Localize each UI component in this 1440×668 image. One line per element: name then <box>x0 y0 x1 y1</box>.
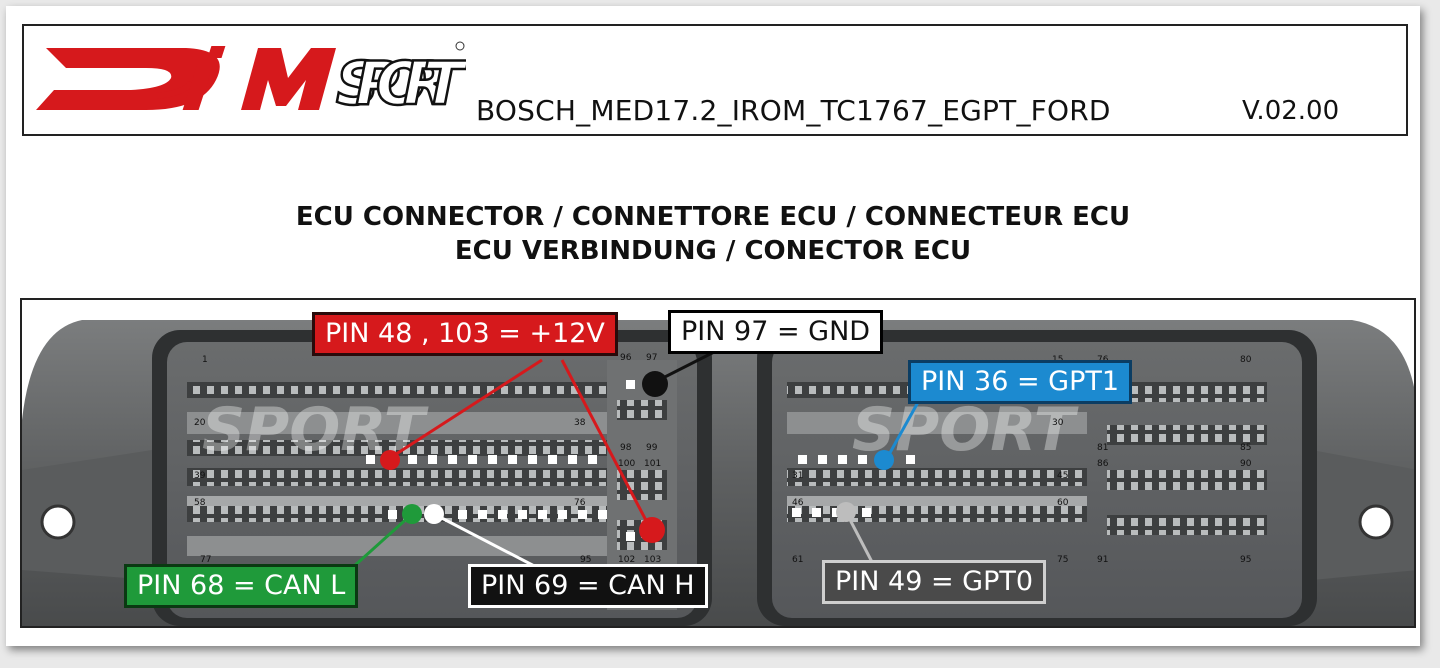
pin-label-1: 1 <box>202 355 208 365</box>
callout-pin-69-can-h: PIN 69 = CAN H <box>468 564 708 608</box>
pin-label-86: 86 <box>1097 459 1109 469</box>
pin-label-80: 80 <box>1240 355 1252 365</box>
mount-hole-right <box>1358 504 1394 540</box>
pin-97-dot <box>642 371 668 397</box>
dimsport-logo: SPORT <box>36 41 466 118</box>
pin-label-81: 81 <box>1097 443 1108 453</box>
pin-label-77: 77 <box>200 555 211 565</box>
pin-label-95-right: 95 <box>1240 555 1251 565</box>
leader-line-can-l <box>350 512 414 570</box>
ecu-connector-photo: SPORT SPORT 1 20 38 39 58 76 77 95 96 97… <box>20 298 1416 628</box>
pin-label-90: 90 <box>1240 459 1252 469</box>
left-connector-block <box>152 330 712 626</box>
pin-label-99: 99 <box>646 443 658 453</box>
heading-line-2: ECU VERBINDUNG / CONECTOR ECU <box>454 236 972 266</box>
pin-label-95: 95 <box>580 555 591 565</box>
pin-48-dot <box>380 450 400 470</box>
document-version: V.02.00 <box>1242 96 1340 126</box>
callout-pin-48-103-power: PIN 48 , 103 = +12V <box>312 312 618 356</box>
pin-label-38: 38 <box>574 418 586 428</box>
pin-36-dot <box>874 450 894 470</box>
pin-label-45: 45 <box>1057 471 1068 481</box>
callout-pin-97-gnd: PIN 97 = GND <box>668 310 884 354</box>
pin-label-101: 101 <box>644 459 661 469</box>
leader-line-can-h <box>433 512 543 572</box>
leader-line-gpt1 <box>884 394 924 461</box>
pin-69-dot <box>424 504 444 524</box>
logo-sport-text: SPORT <box>336 49 466 118</box>
pin-label-39: 39 <box>194 471 206 481</box>
pin-label-97: 97 <box>646 353 657 363</box>
pin-103-dot <box>639 517 665 543</box>
document-page: SPORT BOSCH_MED17.2_IROM_TC1767_EGPT_FOR… <box>6 6 1420 646</box>
pin-label-46: 46 <box>792 498 804 508</box>
pin-label-60: 60 <box>1057 498 1069 508</box>
leader-line-power-48 <box>389 358 543 460</box>
pin-label-85: 85 <box>1240 443 1251 453</box>
pin-label-58: 58 <box>194 498 206 508</box>
document-title: BOSCH_MED17.2_IROM_TC1767_EGPT_FORD <box>476 94 1111 127</box>
pin-49-dot <box>836 502 856 522</box>
pin-label-31: 31 <box>792 471 803 481</box>
pin-68-dot <box>402 504 422 524</box>
pin-label-100: 100 <box>618 459 635 469</box>
pin-label-76: 76 <box>574 498 586 508</box>
pin-label-102: 102 <box>618 555 635 565</box>
mount-hole-left <box>40 504 76 540</box>
callout-pin-68-can-l: PIN 68 = CAN L <box>124 564 359 608</box>
callout-pin-36-gpt1: PIN 36 = GPT1 <box>908 360 1133 404</box>
leader-line-power-103 <box>560 359 652 529</box>
callout-pin-49-gpt0: PIN 49 = GPT0 <box>822 560 1047 604</box>
pin-label-20: 20 <box>194 418 206 428</box>
pin-label-30: 30 <box>1052 418 1064 428</box>
pin-label-98: 98 <box>620 443 632 453</box>
pin-label-96: 96 <box>620 353 632 363</box>
pin-label-61: 61 <box>792 555 803 565</box>
pin-label-91: 91 <box>1097 555 1108 565</box>
heading-line-1: ECU CONNECTOR / CONNETTORE ECU / CONNECT… <box>295 202 1131 232</box>
pin-label-75: 75 <box>1057 555 1068 565</box>
right-connector-block <box>757 330 1317 626</box>
pin-label-103: 103 <box>644 555 661 565</box>
document-header: SPORT BOSCH_MED17.2_IROM_TC1767_EGPT_FOR… <box>22 24 1408 136</box>
